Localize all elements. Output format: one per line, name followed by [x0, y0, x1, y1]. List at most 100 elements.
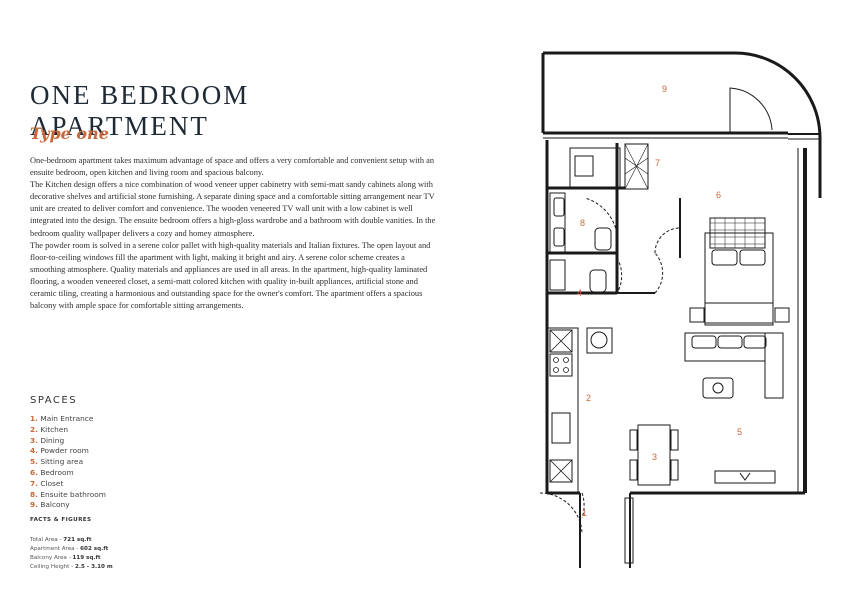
fact-label: Ceiling Height -	[30, 564, 75, 570]
room-label-2: 2	[586, 393, 591, 403]
description-paragraph: One-bedroom apartment takes maximum adva…	[30, 156, 435, 178]
pillow	[711, 249, 738, 266]
sofa-arm	[764, 332, 784, 399]
spaces-heading: SPACES	[30, 395, 78, 406]
item-label: Main Entrance	[40, 414, 94, 423]
fact-item: Ceiling Height - 2.5 - 3.10 m	[30, 563, 113, 572]
fact-value: 721 sq.ft	[63, 537, 92, 543]
washbasin-1	[553, 197, 565, 217]
dining-table	[637, 424, 671, 486]
fact-item: Total Area - 721 sq.ft	[30, 536, 113, 545]
burner	[563, 357, 569, 363]
tv-icon	[739, 472, 751, 481]
item-number: 6.	[30, 467, 38, 477]
title-line-2: APARTMENT	[30, 111, 209, 142]
item-label: Ensuite bathroom	[40, 489, 106, 499]
fridge-x	[549, 329, 573, 353]
description-paragraph: The powder room is solved in a serene co…	[30, 240, 431, 311]
room-label-3: 3	[652, 452, 657, 462]
fact-item: Apartment Area - 602 sq.ft	[30, 545, 113, 554]
facts-list: Total Area - 721 sq.ft Apartment Area - …	[30, 536, 113, 572]
headboard	[709, 217, 766, 249]
sofa-cushion	[691, 335, 717, 349]
sofa-cushion	[743, 335, 767, 349]
description-paragraph: The Kitchen design offers a nice combina…	[30, 180, 436, 238]
spaces-list: 1. Main Entrance 2. Kitchen 3. Dining 4.…	[30, 414, 106, 511]
fact-label: Apartment Area -	[30, 546, 81, 552]
fact-label: Balcony Area -	[30, 555, 73, 561]
facts-heading: FACTS & FIGURES	[30, 517, 92, 523]
pillow	[739, 249, 766, 266]
list-item: 5. Sitting area	[30, 457, 106, 468]
fact-item: Balcony Area - 119 sq.ft	[30, 554, 113, 563]
entrance-column	[624, 497, 634, 564]
chair	[670, 429, 679, 451]
balcony-outline	[543, 51, 822, 198]
oven	[549, 459, 573, 483]
washer-drum	[590, 331, 608, 349]
description: One-bedroom apartment takes maximum adva…	[30, 155, 442, 312]
item-number: 2.	[30, 424, 38, 434]
sofa-cushion	[717, 335, 743, 349]
toilet-ensuite	[594, 227, 612, 251]
fact-value: 2.5 - 3.10 m	[74, 564, 113, 570]
vanity-basin	[574, 155, 594, 177]
washer	[586, 327, 613, 354]
item-label: Bedroom	[40, 467, 74, 477]
item-number: 4.	[30, 446, 38, 456]
item-number: 7.	[30, 478, 38, 488]
bedroom-door	[654, 252, 664, 294]
list-item: 3. Dining	[30, 436, 106, 447]
item-label: Sitting area	[40, 457, 84, 467]
floor-plan: 1 2 3 4 5 6 7 8 9	[540, 51, 822, 568]
page-title: ONE BEDROOM APARTMENT	[30, 80, 249, 142]
room-label-6: 6	[716, 190, 721, 200]
item-label: Balcony	[40, 500, 70, 510]
fact-label: Total Area -	[30, 537, 64, 543]
fact-value: 602 sq.ft	[80, 546, 109, 552]
sofa	[684, 332, 766, 362]
balcony-door	[729, 87, 773, 133]
powder-vanity	[549, 259, 566, 291]
tv-unit	[714, 470, 776, 484]
chair	[629, 429, 638, 451]
list-item: 6. Bedroom	[30, 468, 106, 479]
headboard-pattern	[710, 218, 765, 248]
list-item: 7. Closet	[30, 479, 106, 490]
oven-x	[549, 459, 573, 483]
list-item: 4. Powder room	[30, 446, 106, 457]
burner	[563, 367, 569, 373]
entrance-door	[581, 492, 585, 519]
fact-value: 119 sq.ft	[72, 555, 101, 561]
page-subtitle: Type one	[30, 124, 109, 143]
room-label-7: 7	[655, 158, 660, 168]
chair	[670, 459, 679, 481]
item-label: Closet	[40, 478, 64, 488]
coffee-table-decor	[712, 382, 724, 394]
room-label-5: 5	[737, 427, 742, 437]
item-label: Powder room	[40, 446, 89, 456]
list-item: 8. Ensuite bathroom	[30, 490, 106, 501]
burner	[553, 357, 559, 363]
wardrobe	[624, 143, 649, 190]
item-number: 8.	[30, 489, 38, 499]
fridge	[549, 329, 573, 353]
item-label: Kitchen	[40, 424, 69, 434]
title-line-1: ONE BEDROOM	[30, 80, 250, 111]
item-number: 1.	[30, 414, 38, 423]
list-item: 9. Balcony	[30, 500, 106, 511]
wardrobe-hatch	[624, 143, 649, 190]
hob	[549, 353, 573, 377]
sink	[551, 412, 571, 444]
nightstand	[689, 307, 705, 323]
item-label: Dining	[40, 435, 65, 445]
item-number: 5.	[30, 457, 38, 467]
bed-base	[704, 302, 774, 326]
chair	[629, 459, 638, 481]
burner	[553, 367, 559, 373]
entrance-door-arc	[540, 492, 583, 534]
room-label-1: 1	[582, 508, 587, 518]
room-label-8: 8	[580, 218, 585, 228]
shower-tray	[549, 192, 566, 254]
nightstand	[774, 307, 790, 323]
